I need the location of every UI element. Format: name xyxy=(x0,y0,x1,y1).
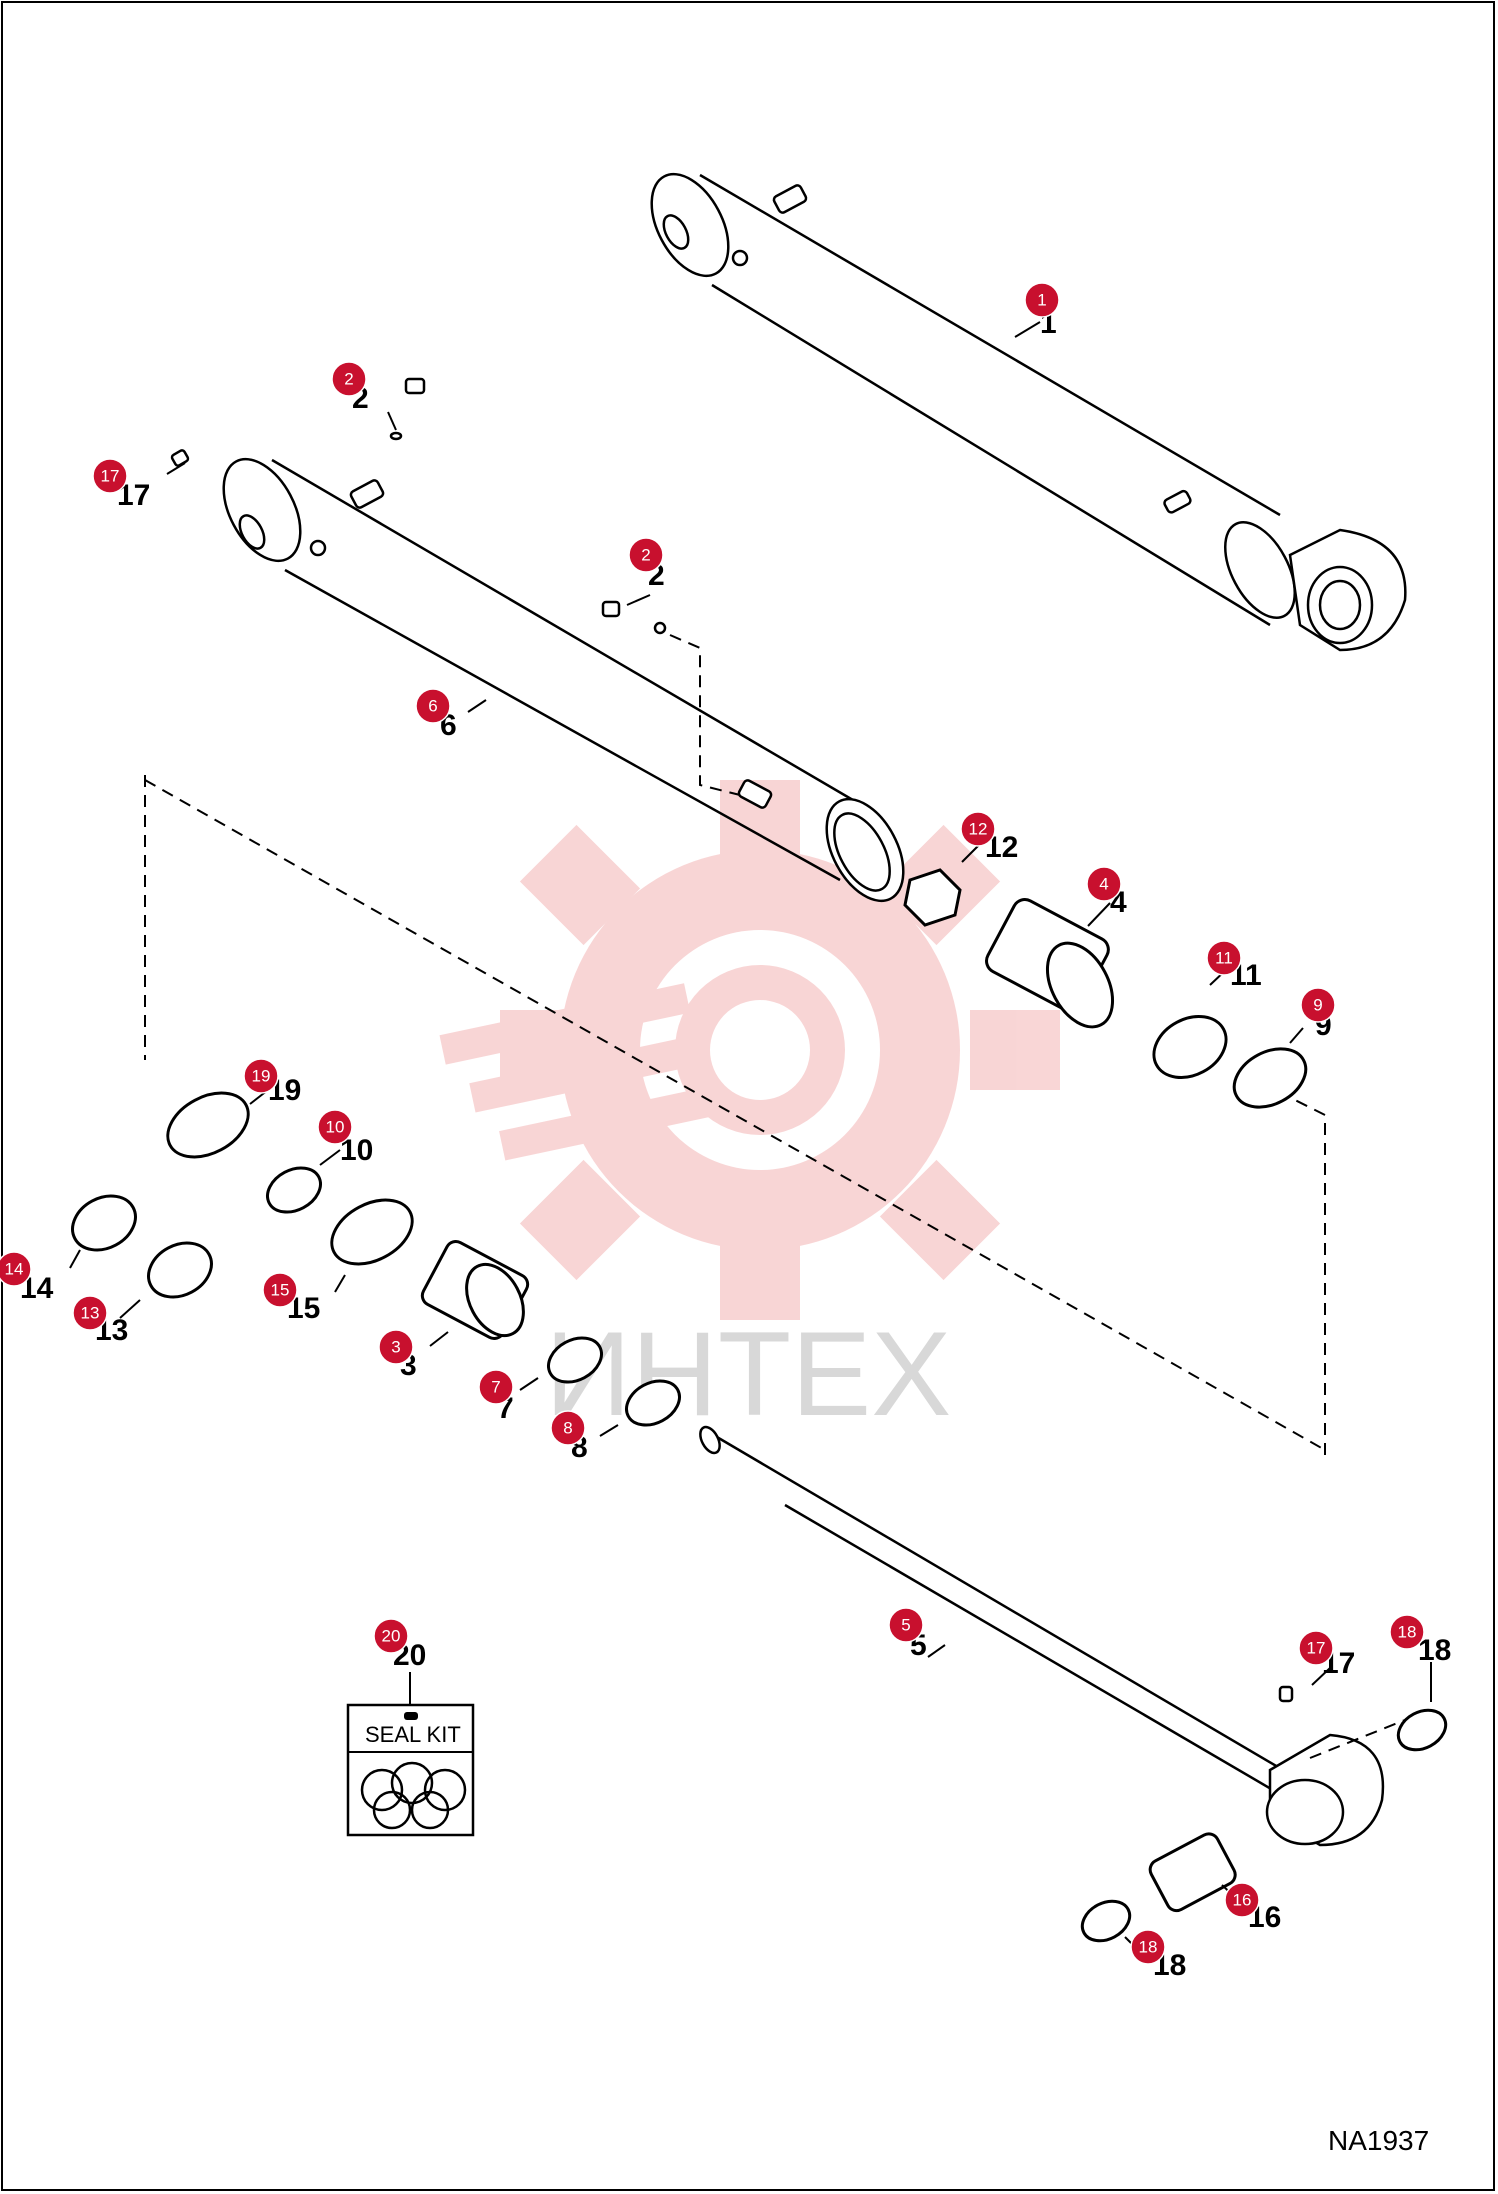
watermark-gear-icon xyxy=(439,780,1060,1320)
part-number-label: 18 xyxy=(1418,1634,1451,1667)
callout-badge xyxy=(628,537,664,573)
grease-fittings xyxy=(170,377,1294,1703)
callout-c7: 77 xyxy=(478,1369,514,1425)
assembly-guide-lines xyxy=(144,634,1406,1759)
callout-badge-number: 19 xyxy=(252,1067,271,1086)
barrel xyxy=(222,457,905,903)
callout-badge xyxy=(415,688,451,724)
callout-badge xyxy=(1130,1929,1166,1965)
callout-c6: 66 xyxy=(415,688,457,742)
callout-c8: 88 xyxy=(550,1410,588,1464)
callout-badge-number: 17 xyxy=(101,467,120,486)
callout-c5: 55 xyxy=(888,1607,927,1662)
seal-kit-rings-icon xyxy=(360,1761,467,1830)
callout-badge xyxy=(0,1251,32,1287)
callout-badge-number: 7 xyxy=(491,1378,500,1397)
callout-badge xyxy=(1300,987,1336,1023)
callout-badge xyxy=(1224,1882,1260,1918)
callout-badge xyxy=(960,811,996,847)
callout-c3: 33 xyxy=(378,1329,417,1382)
callout-c2a: 22 xyxy=(331,361,369,415)
callout-layer: 1122221717661212441111991919101014141313… xyxy=(0,282,1451,1982)
callout-badge xyxy=(1024,282,1060,318)
callout-badge xyxy=(888,1607,924,1643)
callout-badge-number: 5 xyxy=(901,1616,910,1635)
callout-badge-number: 3 xyxy=(391,1338,400,1357)
callout-badge-number: 20 xyxy=(382,1627,401,1646)
callout-badge xyxy=(262,1272,298,1308)
callout-badge-number: 14 xyxy=(5,1260,24,1279)
callout-badge xyxy=(478,1369,514,1405)
seal-kit-box: SEAL KIT xyxy=(346,1703,475,1837)
callout-badge-number: 1 xyxy=(1037,291,1046,310)
callout-badge xyxy=(92,458,128,494)
callout-badge xyxy=(72,1295,108,1331)
callout-badge-number: 6 xyxy=(428,697,437,716)
callout-badge-number: 2 xyxy=(344,370,353,389)
callout-badge-number: 12 xyxy=(969,820,988,839)
callout-badge-number: 9 xyxy=(1313,996,1322,1015)
callout-badge xyxy=(243,1058,279,1094)
callout-badge-number: 4 xyxy=(1099,875,1108,894)
callout-badge xyxy=(331,361,367,397)
seal-kit-label: SEAL KIT xyxy=(365,1722,461,1747)
callout-badge-number: 2 xyxy=(641,546,650,565)
callout-badge xyxy=(1298,1630,1334,1666)
callout-badge-number: 13 xyxy=(81,1304,100,1323)
callout-c1: 11 xyxy=(1024,282,1060,340)
diagram-code: NA1937 xyxy=(1328,2125,1429,2156)
callout-c2b: 22 xyxy=(628,537,665,592)
callout-badge-number: 11 xyxy=(1215,949,1233,968)
callout-badge xyxy=(1206,940,1242,976)
callout-badge xyxy=(550,1410,586,1446)
callout-badge-number: 10 xyxy=(326,1118,345,1137)
callout-badge-number: 17 xyxy=(1307,1639,1326,1658)
callout-c9: 99 xyxy=(1300,987,1336,1042)
cylinder-assembly xyxy=(650,172,1407,652)
callout-badge xyxy=(1389,1614,1425,1650)
callout-badge-number: 15 xyxy=(271,1281,290,1300)
callout-badge xyxy=(378,1329,414,1365)
callout-badge-number: 18 xyxy=(1139,1938,1158,1957)
callout-badge xyxy=(373,1618,409,1654)
seal-components xyxy=(71,868,1448,1943)
callout-badge-number: 8 xyxy=(563,1419,572,1438)
callout-badge xyxy=(317,1109,353,1145)
callout-badge-number: 16 xyxy=(1233,1891,1252,1910)
callout-badge xyxy=(1086,866,1122,902)
callout-badge-number: 18 xyxy=(1398,1623,1417,1642)
callout-c4: 44 xyxy=(1086,866,1127,919)
watermark-text: ИНТЕХ xyxy=(545,1307,951,1441)
piston-rod xyxy=(699,1425,1385,1847)
